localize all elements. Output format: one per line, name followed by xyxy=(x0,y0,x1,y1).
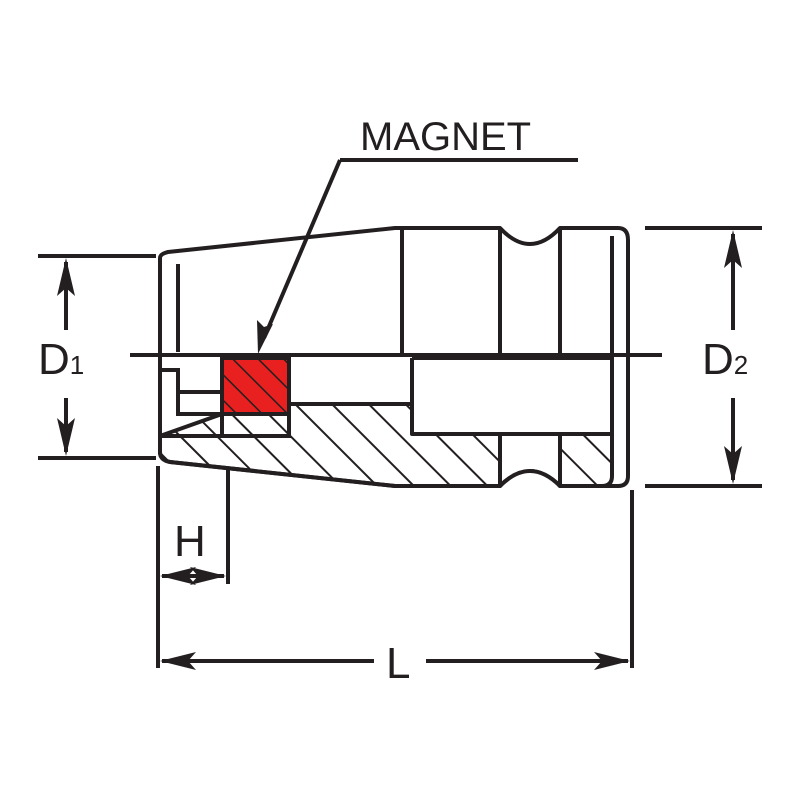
d1-label: D xyxy=(38,335,70,384)
h-label: H xyxy=(174,517,206,566)
svg-text:D2: D2 xyxy=(702,335,748,384)
magnet-block xyxy=(220,356,291,416)
svg-text:D1: D1 xyxy=(38,335,84,384)
d2-subscript: 2 xyxy=(734,350,748,380)
d1-subscript: 1 xyxy=(70,350,84,380)
d1-dimension: D1 xyxy=(38,258,84,456)
extension-lines xyxy=(38,226,762,668)
h-dimension: H xyxy=(160,517,226,585)
cross-section-hatch xyxy=(158,356,614,488)
magnet-callout: MAGNET xyxy=(257,115,578,354)
l-label: L xyxy=(386,639,410,688)
d2-dimension: D2 xyxy=(702,230,748,484)
magnet-label: MAGNET xyxy=(360,115,531,159)
l-dimension: L xyxy=(160,639,630,688)
d2-label: D xyxy=(702,335,734,384)
